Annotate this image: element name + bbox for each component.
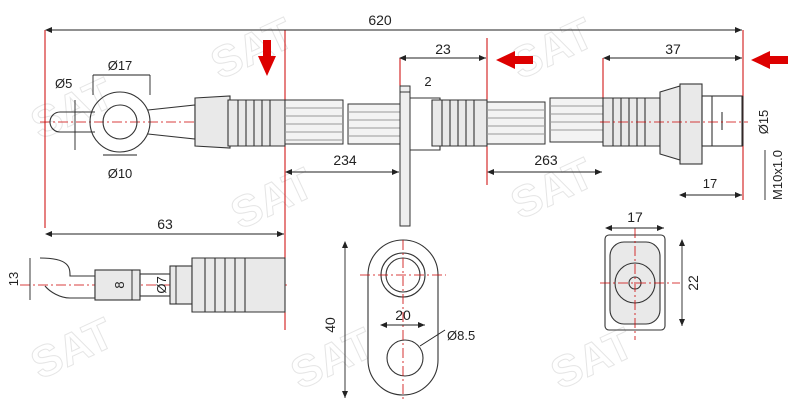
red-arrow-down	[258, 40, 276, 76]
dim-seg-left: 234	[333, 152, 357, 168]
threaded-end-fitting	[659, 83, 743, 165]
dim-end-hex: 17	[703, 176, 717, 191]
dim-overall-length: 620	[368, 12, 392, 28]
hose-segment-2	[347, 103, 409, 145]
dim-side-8: 8	[112, 281, 127, 288]
dim-end-dia: Ø15	[756, 110, 771, 135]
hose-segment-1	[284, 99, 344, 145]
dim-plate-w: 20	[395, 307, 411, 323]
dim-eye-pin: Ø5	[55, 76, 72, 91]
red-arrow-left-bracket	[496, 51, 533, 69]
watermark-6: SAT	[24, 309, 122, 389]
crimp-ferrule-left	[227, 99, 286, 147]
watermark-8: SAT	[544, 319, 642, 399]
red-arrow-left-end	[751, 51, 788, 69]
dim-eye-inner: Ø10	[108, 166, 133, 181]
dim-side-len: 63	[157, 216, 173, 232]
watermark-3: SAT	[504, 9, 602, 89]
dim-end-h: 22	[685, 275, 701, 291]
crimp-ferrule-middle	[431, 99, 488, 147]
dim-side-h: 13	[6, 272, 21, 286]
dim-plate-h: 40	[322, 317, 338, 333]
watermark-2: SAT	[204, 9, 302, 89]
banjo-eye-fitting	[40, 91, 300, 153]
dim-leader-plate-hole	[419, 329, 446, 347]
end-fitting-detail	[600, 228, 680, 340]
dim-end-w: 17	[627, 209, 643, 225]
watermark-4: SAT	[224, 159, 322, 239]
dim-end-len: 37	[665, 41, 681, 57]
dim-side-7: Ø7	[154, 276, 169, 293]
hose-segment-4	[549, 97, 606, 143]
dim-eye-outer: Ø17	[108, 58, 133, 73]
dim-seg-right: 263	[534, 152, 558, 168]
dim-bracket-gap: 23	[435, 41, 451, 57]
dim-bracket-thick: 2	[424, 74, 431, 89]
bracket-plate-detail	[360, 239, 446, 400]
dim-thread: M10x1.0	[770, 150, 785, 200]
hose-segment-3	[486, 101, 546, 145]
side-view-fitting	[20, 257, 290, 313]
dim-plate-hole: Ø8.5	[447, 328, 475, 343]
